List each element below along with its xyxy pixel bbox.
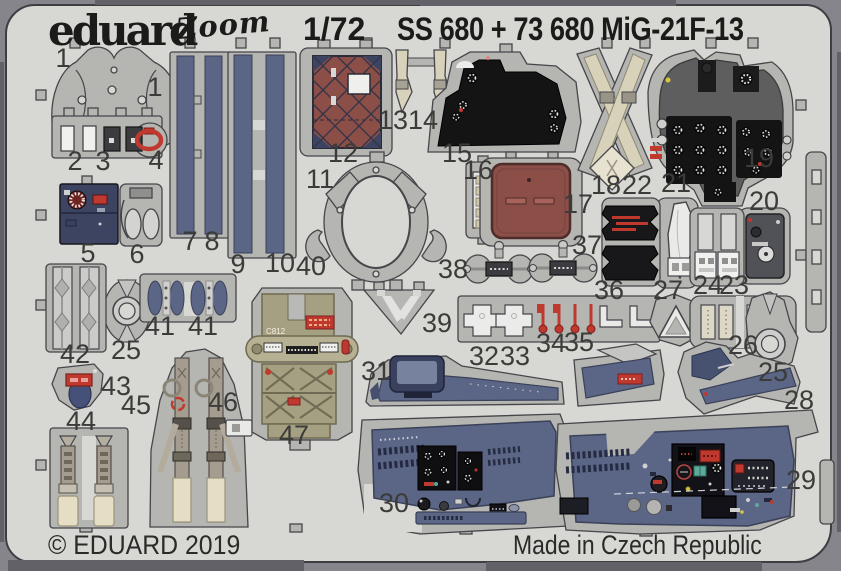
part-21-antenna-blade [655, 197, 699, 289]
part-number-label: 5 [80, 238, 95, 268]
part-5-side-console [59, 175, 119, 245]
part-32-36-small-parts-strip [457, 295, 661, 343]
part-number-label: 41 [145, 311, 175, 341]
part-number-label: 35 [564, 327, 594, 357]
part-23-24-belt-buckles [689, 207, 745, 287]
part-number-label: 25 [758, 357, 788, 387]
part-29-right-console-sidewall [555, 409, 819, 535]
part-number-label: 33 [500, 341, 530, 371]
part-31-canopy-sill-left [365, 355, 565, 407]
copyright-label: © EDUARD 2019 [48, 530, 241, 560]
part-number-label: 21 [661, 168, 691, 198]
part-45-46-seatbelt-set [149, 348, 253, 528]
part-number-label: 19 [744, 143, 774, 173]
part-18-harness-x [576, 47, 653, 191]
part-number-label: 8 [204, 226, 219, 256]
part-44-lap-belts [49, 427, 129, 529]
part-number-label: 10 [265, 248, 295, 278]
part-number-label: 18 [591, 170, 621, 200]
part-number-label: 15 [442, 138, 472, 168]
scale-label: 1/72 [303, 11, 366, 47]
part-number-label: 25 [111, 335, 141, 365]
part-number-label: 23 [719, 270, 749, 300]
part-number-label: 14 [408, 105, 438, 135]
part-number-label: 38 [438, 254, 468, 284]
part-number-label: 41 [188, 311, 218, 341]
part-number-label: 6 [129, 239, 144, 269]
part-25-ring-left [103, 279, 151, 343]
part-number-label: 27 [653, 275, 683, 305]
part-25-ring-right [745, 291, 799, 375]
brand-logo: eduard [48, 6, 198, 55]
part-number-label: 42 [60, 339, 90, 369]
part-20-radio-box [737, 207, 791, 285]
made-in-label: Made in Czech Republic [513, 530, 762, 560]
part-number-label: 1 [55, 43, 70, 73]
part-number-label: 13 [378, 105, 408, 135]
part-30-left-console-sidewall [357, 413, 569, 535]
part-7-8-canopy-rails [169, 51, 233, 239]
part-number-label: 1 [147, 72, 162, 102]
part-6-straps [119, 183, 163, 247]
part-28-canopy-sill-right [573, 341, 801, 415]
part-number-label: 2 [67, 146, 82, 176]
part-number-label: 31 [361, 356, 391, 386]
part-number-label: 39 [422, 308, 452, 338]
part-42-diamond-strips [45, 263, 107, 353]
part-number-label: 34 [536, 328, 566, 358]
frame-right-strip [805, 151, 835, 525]
part-number-label: 43 [101, 371, 131, 401]
part-12-quilted-bulkhead [299, 39, 393, 157]
part-47-40-cockpit-deck: C812 [245, 287, 359, 451]
part-number-label: 47 [279, 420, 309, 450]
part-number-label: 12 [328, 138, 358, 168]
part-38-belt-adjuster [463, 240, 535, 284]
part-41-41-hinges [139, 273, 237, 323]
part-number-label: 36 [594, 275, 624, 305]
part-9-10-canopy-rails [227, 51, 297, 259]
svg-text:C812: C812 [266, 327, 286, 336]
part-number-label: 28 [784, 385, 814, 415]
part-22-black-boxes [601, 197, 661, 287]
part-number-label: 16 [463, 155, 493, 185]
part-number-label: 11 [306, 164, 334, 194]
part-15-anti-glare-panel [427, 43, 582, 153]
part-number-label: 32 [469, 341, 499, 371]
part-number-label: 26 [728, 330, 758, 360]
part-17-seat-cushion [479, 151, 583, 247]
product-number-title: SS 680 + 73 680 MiG-21F-13 [397, 11, 744, 47]
part-number-label: 45 [121, 390, 151, 420]
part-43-gunsight-pad [51, 363, 104, 411]
part-number-label: 4 [148, 145, 163, 175]
part-number-label: 46 [208, 387, 238, 417]
part-number-label: 44 [66, 406, 96, 436]
part-11-windscreen-frame [305, 151, 447, 291]
part-number-label: 3 [95, 146, 110, 176]
part-19-main-instrument-panel [647, 49, 794, 207]
part-2-3-4-placards-strip [51, 107, 168, 159]
part-number-label: 7 [182, 226, 197, 256]
part-number-label: 30 [379, 488, 409, 518]
part-39-triangle-plate [362, 281, 436, 336]
part-37-belt-adjuster [528, 239, 598, 283]
part-number-label: 37 [572, 230, 602, 260]
part-number-label: 29 [786, 465, 816, 495]
part-number-label: 9 [230, 249, 245, 279]
part-number-label: 20 [749, 186, 779, 216]
part-number-label: 22 [622, 170, 652, 200]
part-number-label: 40 [296, 251, 326, 281]
part-number-label: 24 [693, 270, 723, 300]
part-number-label: 17 [563, 189, 593, 219]
